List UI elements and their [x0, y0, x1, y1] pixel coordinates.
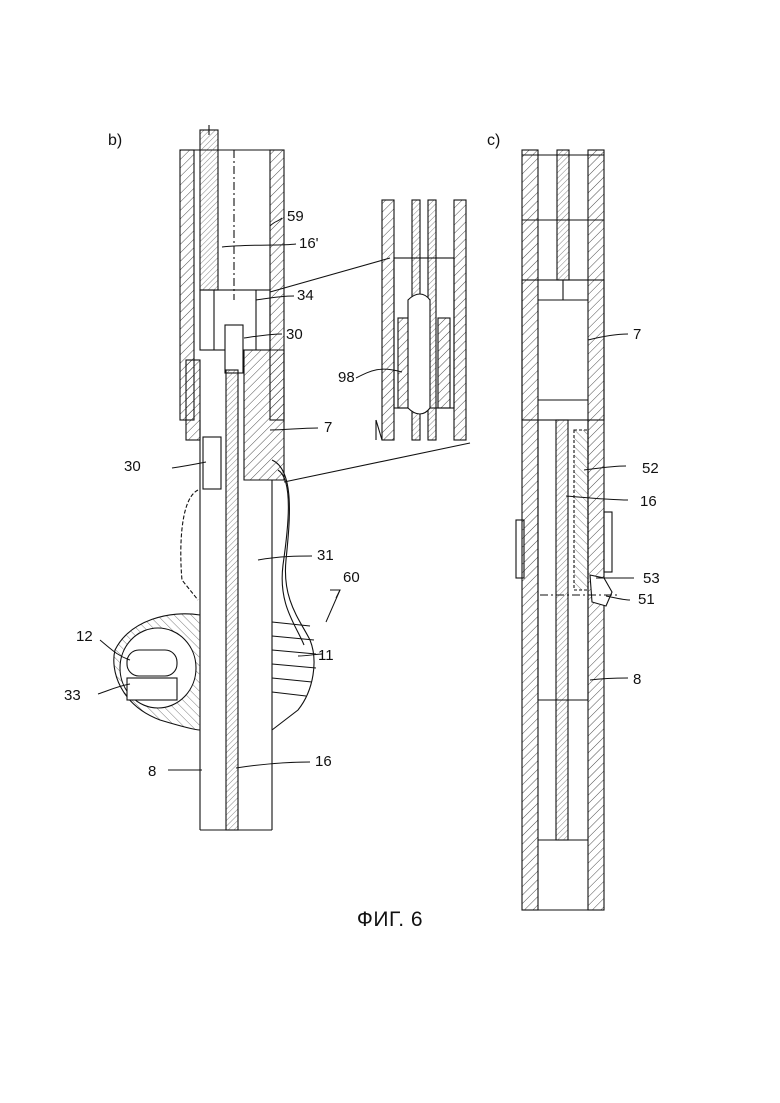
panel-c-drawing: [516, 150, 620, 910]
figure-caption: ФИГ. 6: [0, 908, 780, 932]
reference-numeral-7-panel-b: 7: [324, 420, 332, 435]
reference-numeral-30-lower: 30: [124, 459, 141, 474]
reference-numeral-30-upper: 30: [286, 327, 303, 342]
reference-numeral-12: 12: [76, 629, 93, 644]
reference-numeral-33: 33: [64, 688, 81, 703]
reference-numeral-60: 60: [343, 570, 360, 585]
reference-numeral-16-panel-c: 16: [640, 494, 657, 509]
reference-numeral-31: 31: [317, 548, 334, 563]
detail-view-drawing: [376, 200, 466, 440]
reference-numeral-52: 52: [642, 461, 659, 476]
reference-numeral-51: 51: [638, 592, 655, 607]
reference-numeral-53: 53: [643, 571, 660, 586]
reference-numeral-59: 59: [287, 209, 304, 224]
reference-numeral-8-panel-b: 8: [148, 764, 156, 779]
panel-label-c: c): [487, 133, 500, 149]
reference-numeral-16-prime: 16': [299, 236, 319, 251]
reference-numeral-8-panel-c: 8: [633, 672, 641, 687]
reference-numeral-7-panel-c: 7: [633, 327, 641, 342]
reference-numeral-98: 98: [338, 370, 355, 385]
reference-numeral-11: 11: [318, 648, 334, 663]
reference-numeral-34: 34: [297, 288, 314, 303]
reference-numeral-16-panel-b: 16: [315, 754, 332, 769]
panel-label-b: b): [108, 133, 122, 149]
